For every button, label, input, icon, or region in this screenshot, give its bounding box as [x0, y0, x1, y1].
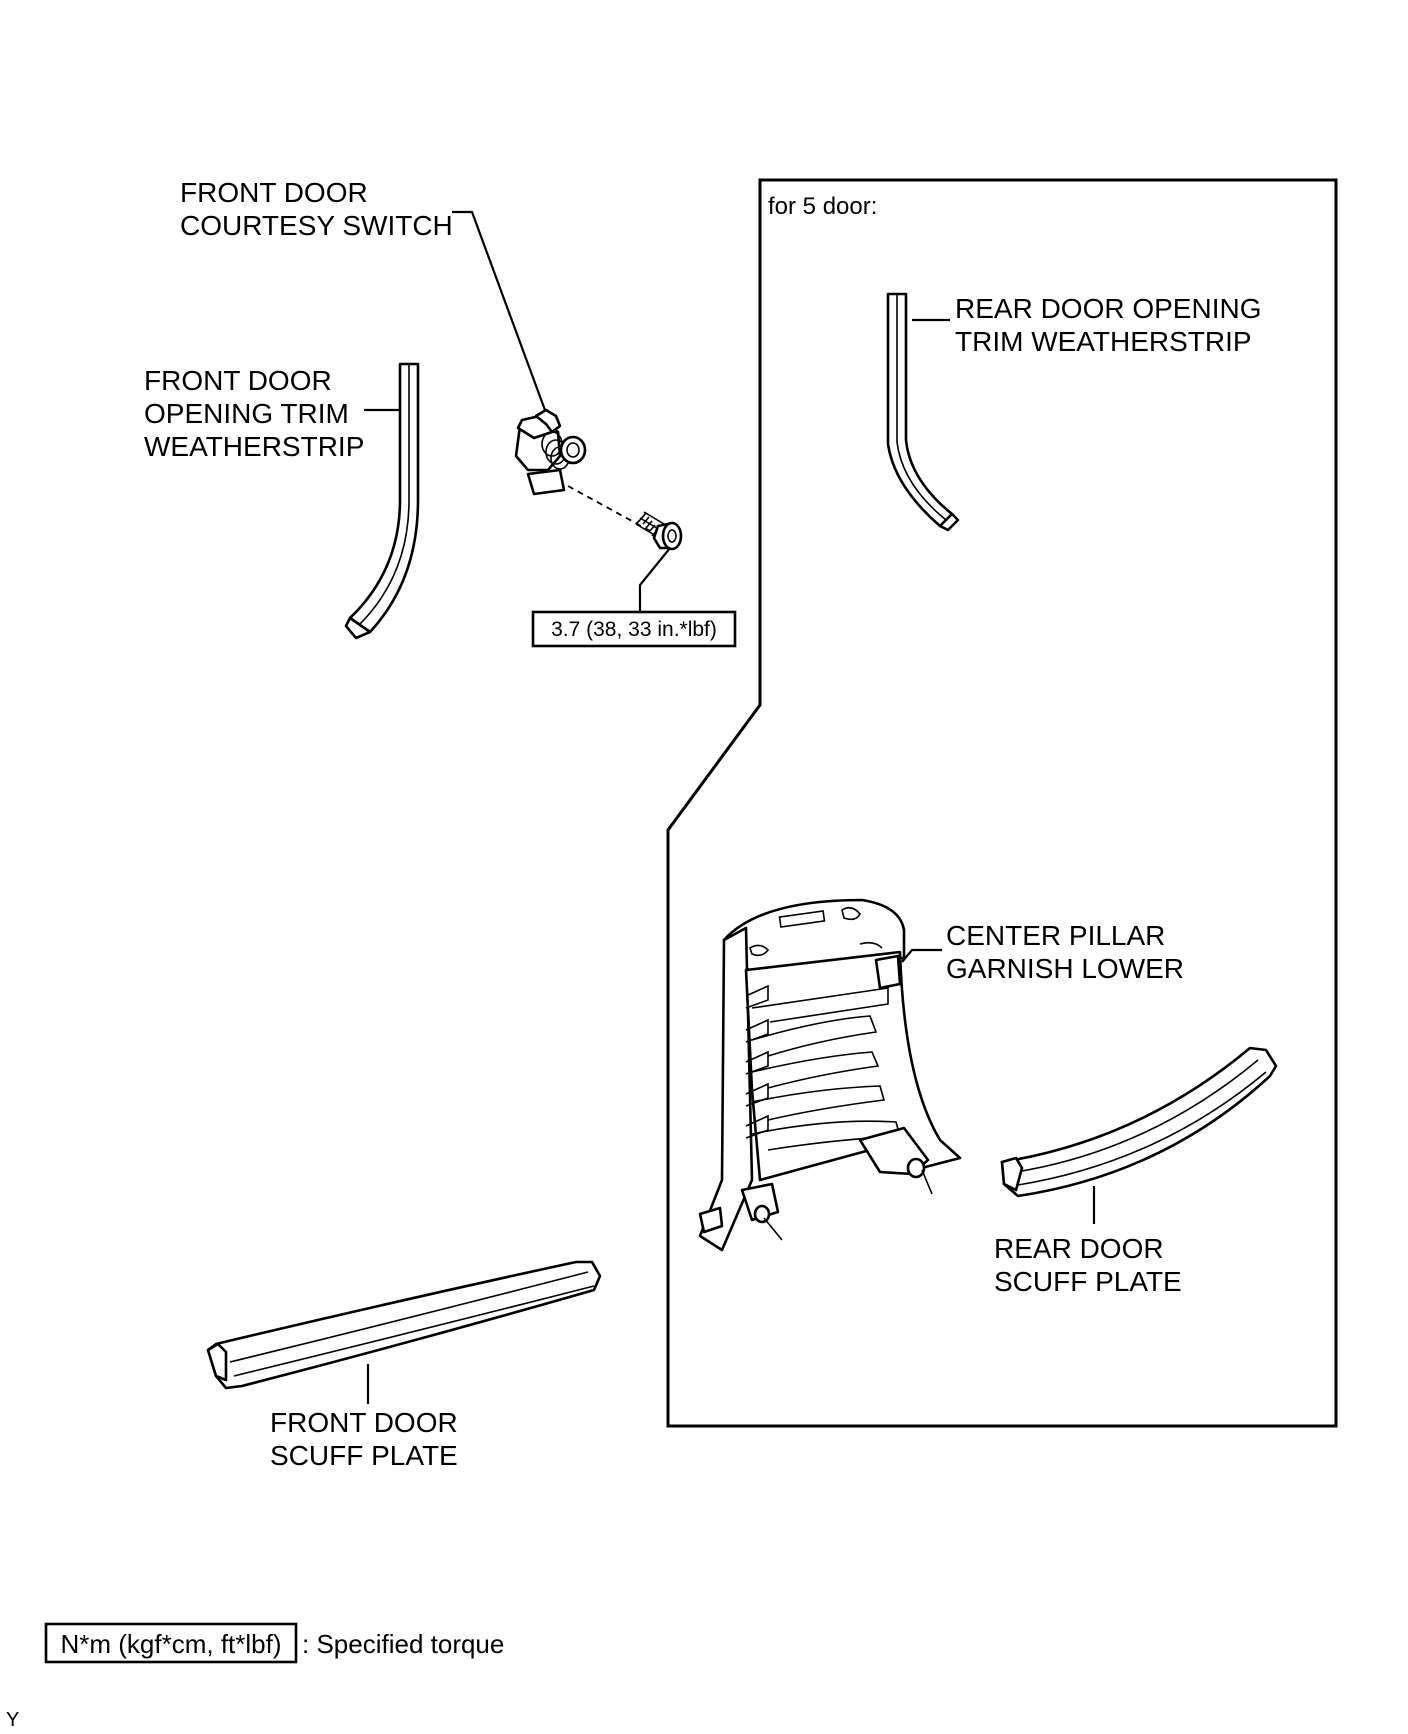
svg-text:FRONT DOOR: FRONT DOOR: [270, 1407, 458, 1438]
svg-text:FRONT DOOR: FRONT DOOR: [144, 365, 332, 396]
center-pillar-leader-line: [901, 948, 942, 963]
svg-text:SCUFF PLATE: SCUFF PLATE: [270, 1440, 458, 1471]
svg-text:OPENING TRIM: OPENING TRIM: [144, 398, 349, 429]
torque-leader-line: [638, 547, 671, 615]
legend-unit-text: N*m (kgf*cm, ft*lbf): [60, 1629, 281, 1659]
courtesy-switch-leader-line: [452, 210, 558, 441]
svg-text:SCUFF PLATE: SCUFF PLATE: [994, 1266, 1182, 1297]
rear-door-scuff-plate-label: REAR DOOR SCUFF PLATE: [994, 1233, 1182, 1297]
svg-text:WEATHERSTRIP: WEATHERSTRIP: [144, 431, 364, 462]
front-door-opening-trim-weatherstrip-label: FRONT DOOR OPENING TRIM WEATHERSTRIP: [144, 365, 364, 462]
legend-description: : Specified torque: [302, 1629, 504, 1659]
svg-text:3.7 (38, 33 in.*lbf): 3.7 (38, 33 in.*lbf): [551, 618, 717, 641]
alignment-dashed-line: [567, 485, 653, 533]
svg-text:COURTESY SWITCH: COURTESY SWITCH: [180, 210, 453, 241]
svg-text:TRIM WEATHERSTRIP: TRIM WEATHERSTRIP: [955, 326, 1252, 357]
center-pillar-garnish-lower-label: CENTER PILLAR GARNISH LOWER: [946, 920, 1184, 984]
five-door-variant-frame: [666, 178, 1338, 1428]
torque-legend: N*m (kgf*cm, ft*lbf) : Specified torque: [44, 1622, 504, 1664]
front-door-courtesy-switch-label: FRONT DOOR COURTESY SWITCH: [180, 177, 453, 241]
svg-text:REAR DOOR: REAR DOOR: [994, 1233, 1164, 1264]
rear-door-scuff-plate-part: [1000, 1046, 1278, 1198]
rear-door-opening-trim-weatherstrip-label: REAR DOOR OPENING TRIM WEATHERSTRIP: [955, 293, 1261, 357]
svg-text:REAR DOOR OPENING: REAR DOOR OPENING: [955, 293, 1261, 324]
courtesy-switch-part: [514, 408, 587, 496]
front-door-opening-trim-weatherstrip-part: [344, 362, 420, 640]
corner-code: Y: [6, 1709, 19, 1731]
torque-spec-box: 3.7 (38, 33 in.*lbf): [531, 610, 737, 648]
front-door-scuff-plate-label: FRONT DOOR SCUFF PLATE: [270, 1407, 458, 1471]
front-door-scuff-plate-part: [206, 1260, 602, 1390]
svg-text:CENTER PILLAR: CENTER PILLAR: [946, 920, 1165, 951]
svg-text:FRONT DOOR: FRONT DOOR: [180, 177, 368, 208]
center-pillar-garnish-lower-part: [698, 898, 962, 1252]
variant-title: for 5 door:: [768, 193, 877, 220]
legend-unit-box: [44, 1622, 298, 1664]
svg-text:GARNISH LOWER: GARNISH LOWER: [946, 953, 1184, 984]
rear-door-opening-trim-weatherstrip-part: [886, 292, 960, 532]
bolt-part: [635, 511, 683, 551]
